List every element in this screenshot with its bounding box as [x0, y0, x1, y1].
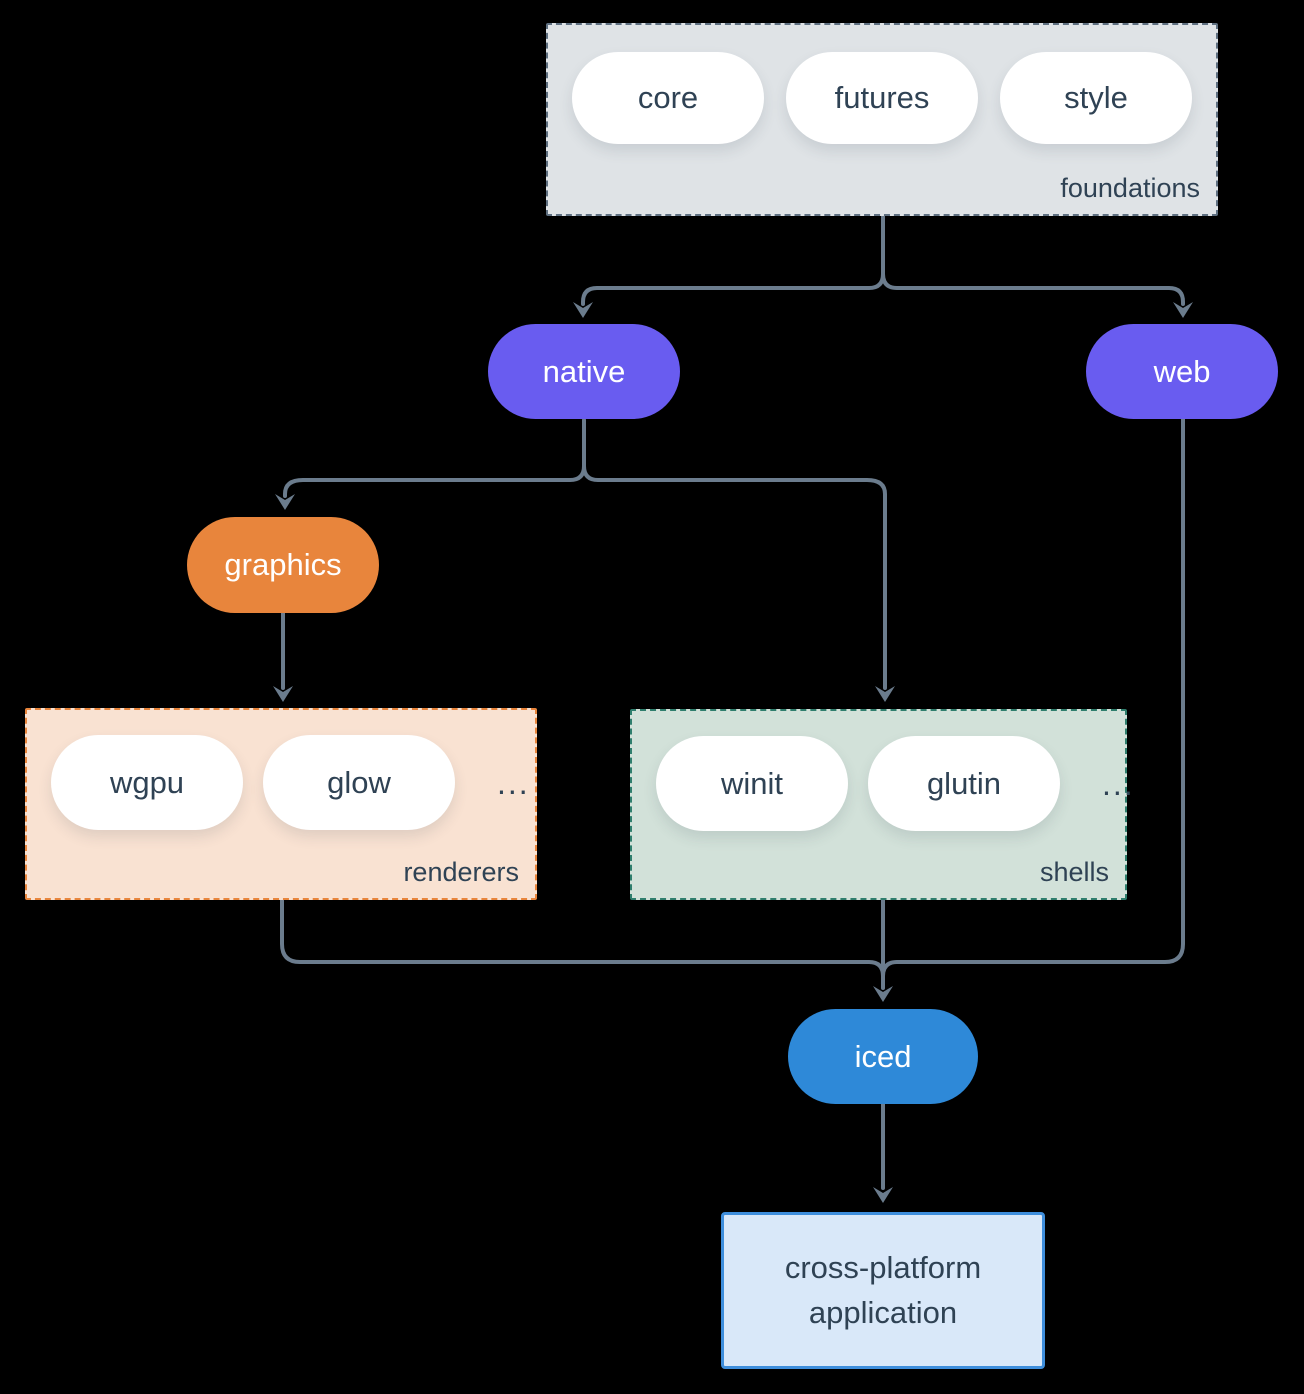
node-glutin: glutin — [868, 736, 1060, 831]
node-style: style — [1000, 52, 1192, 144]
node-futures: futures — [786, 52, 978, 144]
edge-foundations-to-web — [881, 272, 1185, 306]
arrowhead-to-shells — [875, 686, 895, 702]
group-renderers: wgpu glow ... renderers — [25, 708, 537, 900]
arrowhead-to-application — [873, 1187, 893, 1203]
arrowhead-to-native — [573, 302, 593, 318]
arrowhead-to-renderers — [273, 686, 293, 702]
node-cross-platform-application: cross-platform application — [721, 1212, 1045, 1369]
node-core: core — [572, 52, 764, 144]
edge-foundations-to-native — [581, 214, 885, 306]
application-label-line1: cross-platform — [784, 1249, 982, 1285]
node-graphics: graphics — [187, 517, 379, 613]
edge-native-to-shells — [582, 464, 887, 690]
group-shells: winit glutin ... shells — [630, 709, 1133, 900]
shells-label: shells — [1039, 857, 1109, 887]
node-iced: iced — [788, 1009, 978, 1104]
shells-pills-row: winit glutin ... — [632, 711, 1133, 831]
renderers-ellipsis: ... — [497, 764, 530, 801]
foundations-label: foundations — [1060, 173, 1200, 203]
renderers-label: renderers — [403, 857, 519, 887]
edge-renderers-to-iced — [280, 898, 885, 978]
edge-native-to-graphics — [283, 418, 586, 498]
application-label-line2: application — [808, 1294, 958, 1330]
node-winit: winit — [656, 736, 848, 831]
node-web: web — [1086, 324, 1278, 419]
node-native: native — [488, 324, 680, 419]
arrowhead-to-web — [1173, 302, 1193, 318]
shells-ellipsis: ... — [1102, 765, 1135, 802]
arrowhead-to-iced — [873, 986, 893, 1002]
renderers-pills-row: wgpu glow ... — [27, 710, 535, 830]
node-wgpu: wgpu — [51, 735, 243, 830]
group-foundations: core futures style foundations — [546, 23, 1218, 216]
arrowhead-to-graphics — [275, 494, 295, 510]
foundations-pills-row: core futures style — [548, 25, 1216, 144]
node-glow: glow — [263, 735, 455, 830]
